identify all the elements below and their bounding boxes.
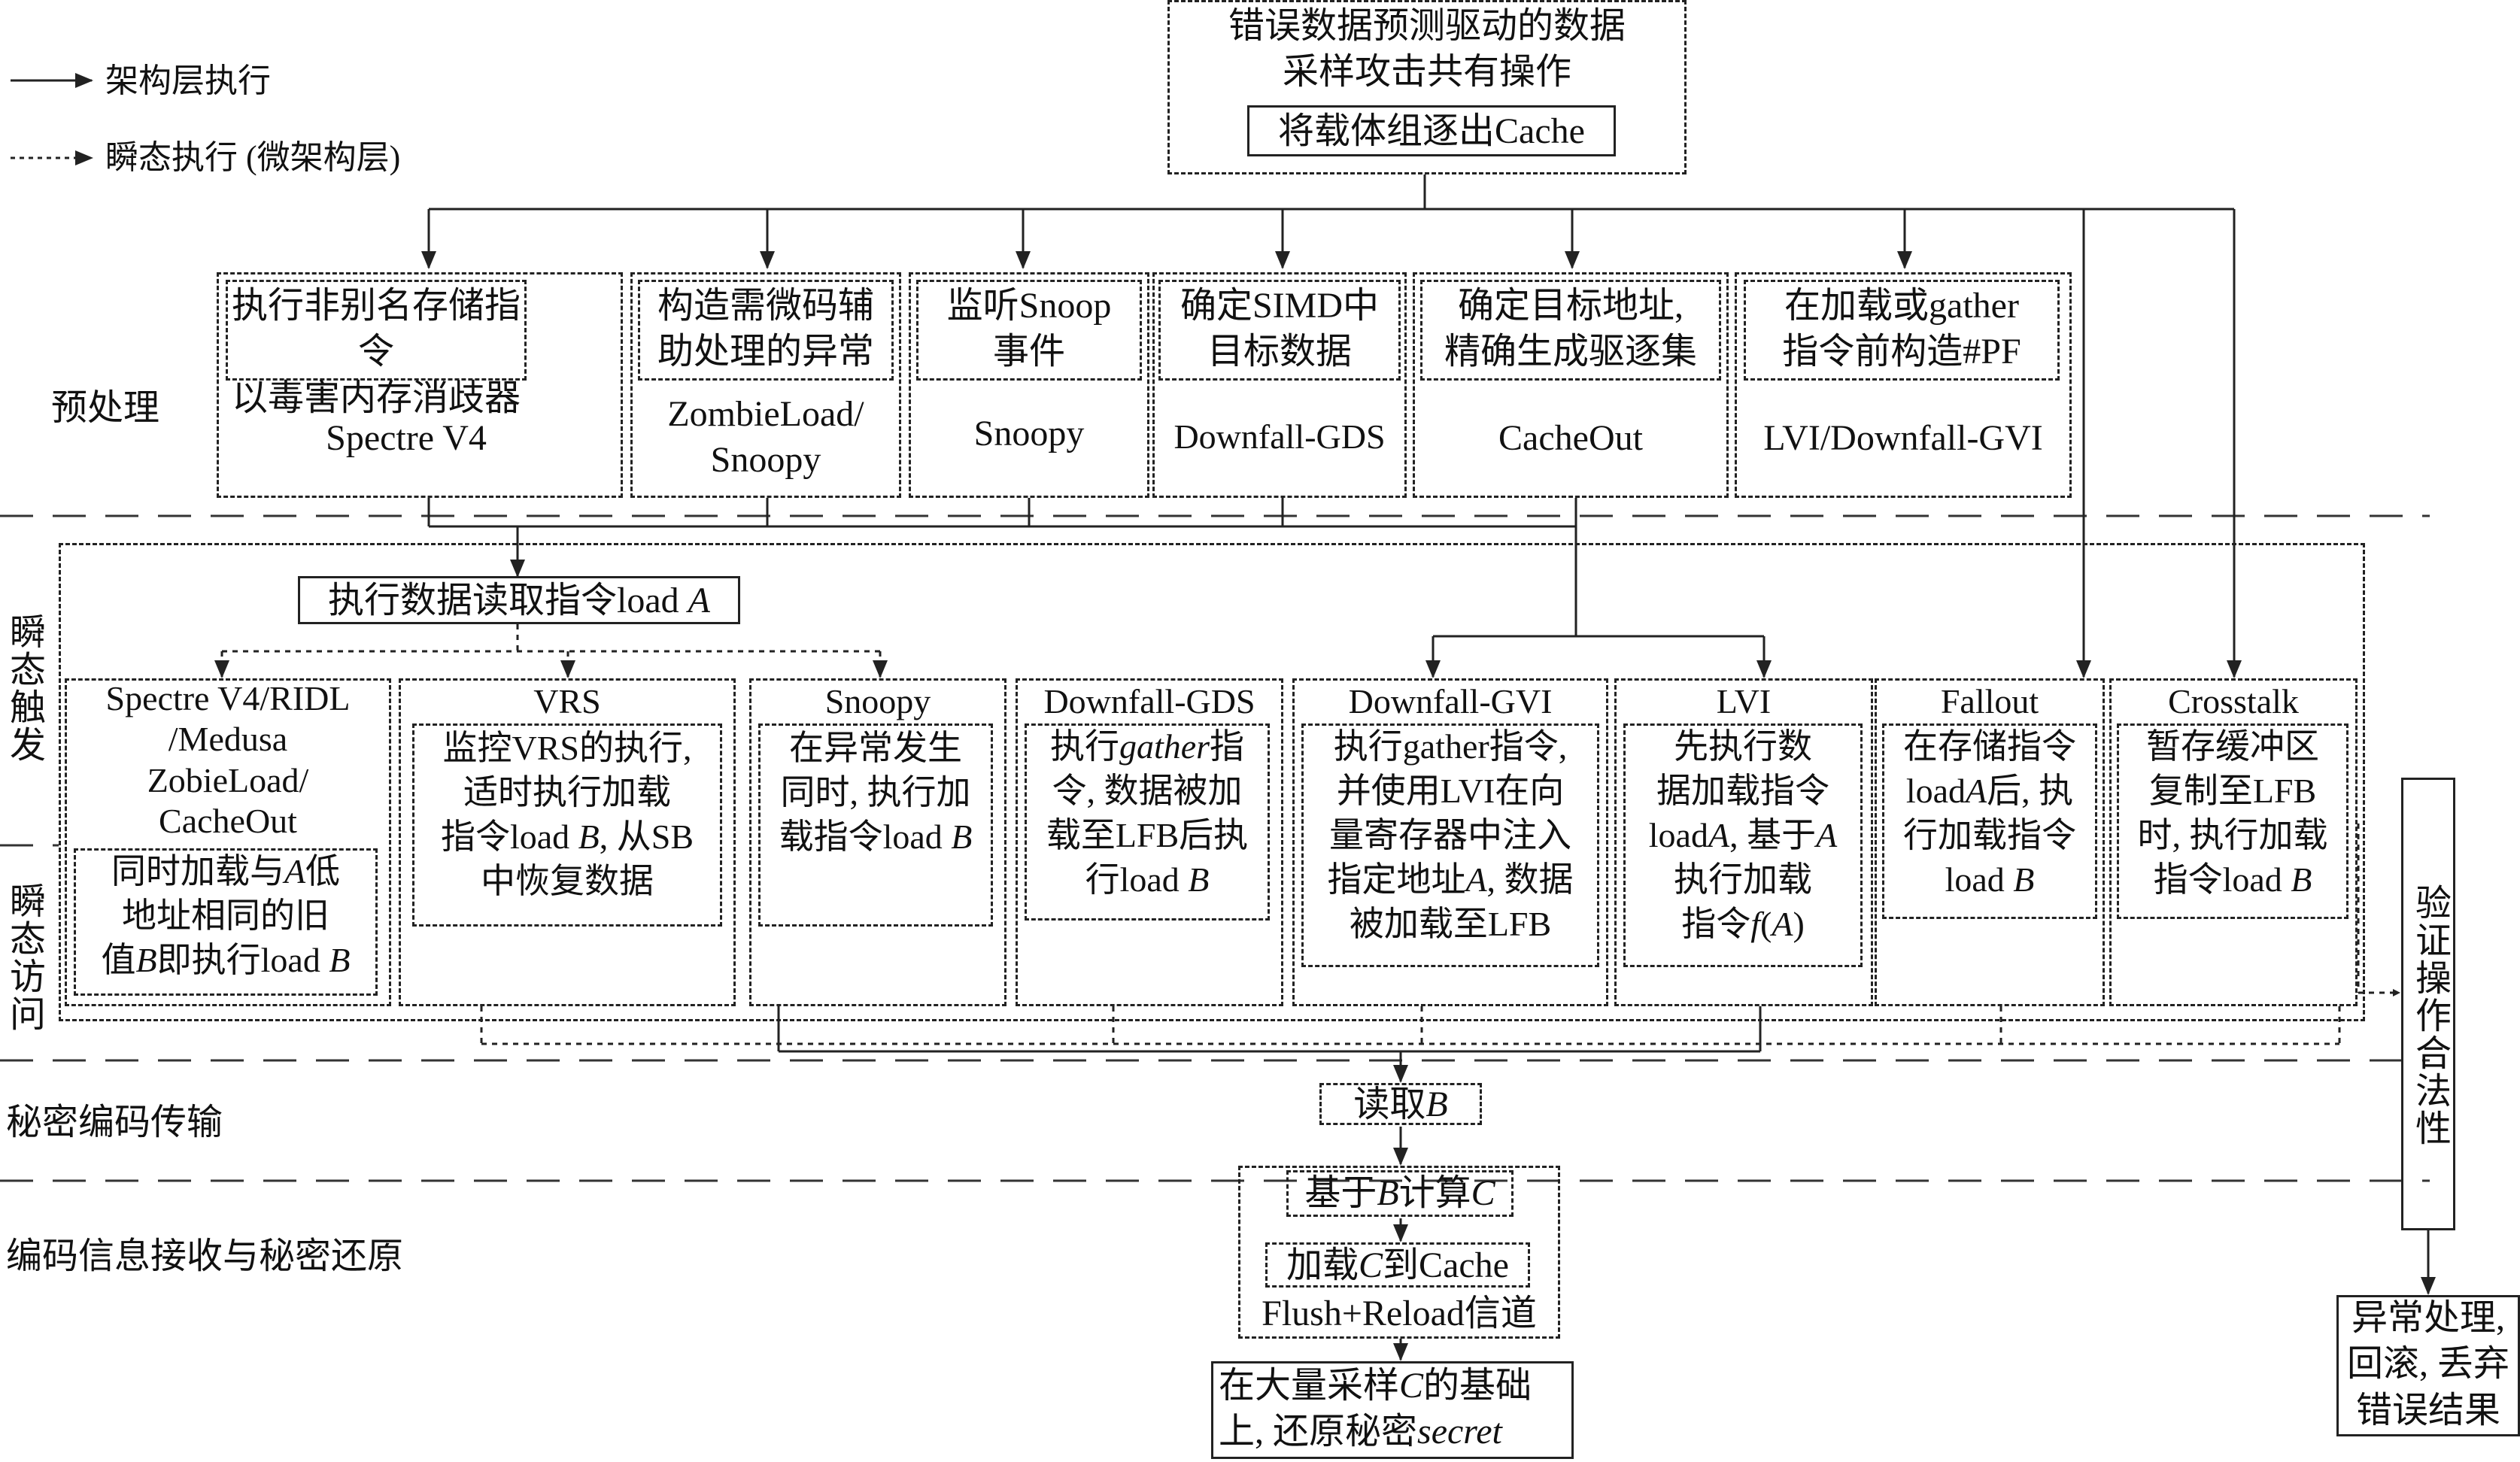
load-a-box bbox=[298, 576, 740, 624]
restore-box bbox=[1211, 1361, 1574, 1459]
calc-c-box bbox=[1286, 1170, 1514, 1217]
prep-desc-box-downfall-gds bbox=[1158, 280, 1401, 381]
prep-name-cacheout: CacheOut bbox=[1498, 418, 1643, 458]
prep-box-lvi-gvi bbox=[1735, 272, 2072, 498]
calc-c-label: 基于B计算C bbox=[1304, 1173, 1495, 1213]
phase-transient-trigger: 瞬态触发 bbox=[4, 613, 44, 763]
verify-box bbox=[2401, 778, 2455, 1230]
attack-desc-downfall-gvi: 执行gather指令, 并使用LVI在向 量寄存器中注入 指定地址A, 数据 被… bbox=[1327, 727, 1574, 943]
prep-desc-box-spectre-v4 bbox=[226, 280, 527, 381]
prep-desc-box-zombieload bbox=[638, 280, 894, 381]
prep-desc-cacheout: 确定目标地址, 精确生成驱逐集 bbox=[1444, 286, 1697, 372]
evict-box bbox=[1247, 105, 1616, 156]
attack-desc-box-lvi bbox=[1623, 723, 1863, 967]
prep-desc-downfall-gds: 确定SIMD中 目标数据 bbox=[1180, 286, 1380, 372]
attack-name-downfall-gvi: Downfall-GVI bbox=[1348, 682, 1553, 720]
attack-desc-crosstalk: 暂存缓冲区 复制至LFB 时, 执行加载 指令load B bbox=[2137, 727, 2328, 899]
attack-desc-vrs: 监控VRS的执行, 适时执行加载 指令load B, 从SB 中恢复数据 bbox=[440, 729, 694, 900]
prep-name-spectre-v4: Spectre V4 bbox=[326, 418, 487, 458]
phase-covert-transfer: 秘密编码传输 bbox=[6, 1103, 223, 1142]
phase-receive-restore: 编码信息接收与秘密还原 bbox=[6, 1236, 404, 1276]
verify-label: 验证操作合法性 bbox=[2409, 884, 2449, 1147]
common-ops-title: 错误数据预测驱动的数据 采样攻击共有操作 bbox=[1228, 6, 1626, 93]
attack-desc-box-vrs bbox=[412, 723, 722, 927]
attack-box-vrs bbox=[399, 678, 736, 1006]
legend-arch-label: 架构层执行 bbox=[105, 62, 271, 99]
attack-box-spectre-group bbox=[65, 678, 391, 1006]
prep-box-snoopy bbox=[909, 272, 1149, 498]
prep-desc-zombieload: 构造需微码辅 助处理的异常 bbox=[657, 286, 874, 372]
attack-desc-box-crosstalk bbox=[2117, 723, 2348, 919]
prep-desc-box-snoopy bbox=[916, 280, 1142, 381]
prep-box-cacheout bbox=[1413, 272, 1729, 498]
read-b-label: 读取B bbox=[1353, 1084, 1448, 1124]
prep-box-zombieload bbox=[630, 272, 901, 498]
exception-box bbox=[2336, 1295, 2520, 1436]
load-c-box bbox=[1265, 1242, 1530, 1288]
attack-name-vrs: VRS bbox=[533, 682, 601, 720]
attack-desc-spectre-group: 同时加载与A低 地址相同的旧 值B即执行load B bbox=[101, 852, 351, 979]
evict-label: 将载体组逐出Cache bbox=[1278, 111, 1585, 151]
prep-desc-snoopy: 监听Snoop 事件 bbox=[946, 286, 1112, 372]
legend-transient-label: 瞬态执行 (微架构层) bbox=[105, 139, 401, 176]
attack-desc-snoopy: 在异常发生 同时, 执行加 载指令load B bbox=[779, 729, 973, 856]
read-b-box bbox=[1319, 1083, 1482, 1125]
restore-label: 在大量采样C的基础 上, 还原秘密secret bbox=[1219, 1366, 1532, 1452]
attack-desc-box-spectre-group bbox=[74, 848, 378, 996]
attack-name-crosstalk: Crosstalk bbox=[2168, 682, 2299, 720]
attack-desc-lvi: 先执行数 据加载指令 loadA, 基于A 执行加载 指令f(A) bbox=[1648, 727, 1838, 943]
attack-desc-box-snoopy bbox=[758, 723, 993, 927]
prep-name-snoopy: Snoopy bbox=[973, 414, 1085, 453]
attack-box-lvi bbox=[1614, 678, 1873, 1006]
prep-desc-box-cacheout bbox=[1420, 280, 1721, 381]
attack-box-fallout bbox=[1875, 678, 2105, 1006]
attack-name-fallout: Fallout bbox=[1940, 682, 2039, 720]
attack-desc-box-downfall-gds bbox=[1025, 723, 1270, 921]
phase-preprocess: 预处理 bbox=[51, 388, 160, 428]
attack-desc-fallout: 在存储指令 loadA后, 执 行加载指令 load B bbox=[1903, 727, 2076, 899]
flush-reload-label: Flush+Reload信道 bbox=[1262, 1294, 1537, 1333]
attack-name-downfall-gds: Downfall-GDS bbox=[1043, 682, 1255, 720]
transient-region bbox=[59, 543, 2365, 1021]
prep-desc-spectre-v4: 执行非别名存储指令 以毒害内存消歧器 bbox=[231, 286, 521, 418]
attack-box-crosstalk bbox=[2109, 678, 2358, 1006]
attack-name-spectre-group: Spectre V4/RIDL /Medusa ZobieLoad/ Cache… bbox=[105, 679, 351, 840]
exception-label: 异常处理, 回滚, 丢弃 错误结果 bbox=[2346, 1298, 2509, 1430]
attack-desc-downfall-gds: 执行gather指 令, 数据被加 载至LFB后执 行load B bbox=[1046, 727, 1249, 899]
common-ops-box bbox=[1167, 0, 1687, 174]
load-c-label: 加载C到Cache bbox=[1286, 1245, 1509, 1285]
prep-name-zombieload: ZombieLoad/ Snoopy bbox=[667, 394, 864, 481]
attack-name-snoopy: Snoopy bbox=[824, 682, 931, 720]
phase-transient-access: 瞬态访问 bbox=[4, 882, 44, 1033]
encode-group-box bbox=[1238, 1166, 1560, 1339]
attack-name-lvi: LVI bbox=[1716, 682, 1772, 720]
prep-box-downfall-gds bbox=[1152, 272, 1407, 498]
load-a-label: 执行数据读取指令load A bbox=[328, 581, 710, 620]
prep-desc-box-lvi-gvi bbox=[1744, 280, 2060, 381]
attack-box-downfall-gds bbox=[1016, 678, 1283, 1006]
phase-separators bbox=[0, 514, 2430, 1182]
prep-desc-lvi-gvi: 在加载或gather 指令前构造#PF bbox=[1782, 286, 2021, 372]
prep-name-downfall-gds: Downfall-GDS bbox=[1173, 417, 1386, 456]
prep-name-lvi-gvi: LVI/Downfall-GVI bbox=[1763, 418, 2043, 458]
attack-box-downfall-gvi bbox=[1292, 678, 1608, 1006]
attack-box-snoopy bbox=[749, 678, 1006, 1006]
prep-box-spectre-v4 bbox=[217, 272, 623, 498]
attack-desc-box-downfall-gvi bbox=[1301, 723, 1599, 967]
attack-desc-box-fallout bbox=[1882, 723, 2097, 919]
